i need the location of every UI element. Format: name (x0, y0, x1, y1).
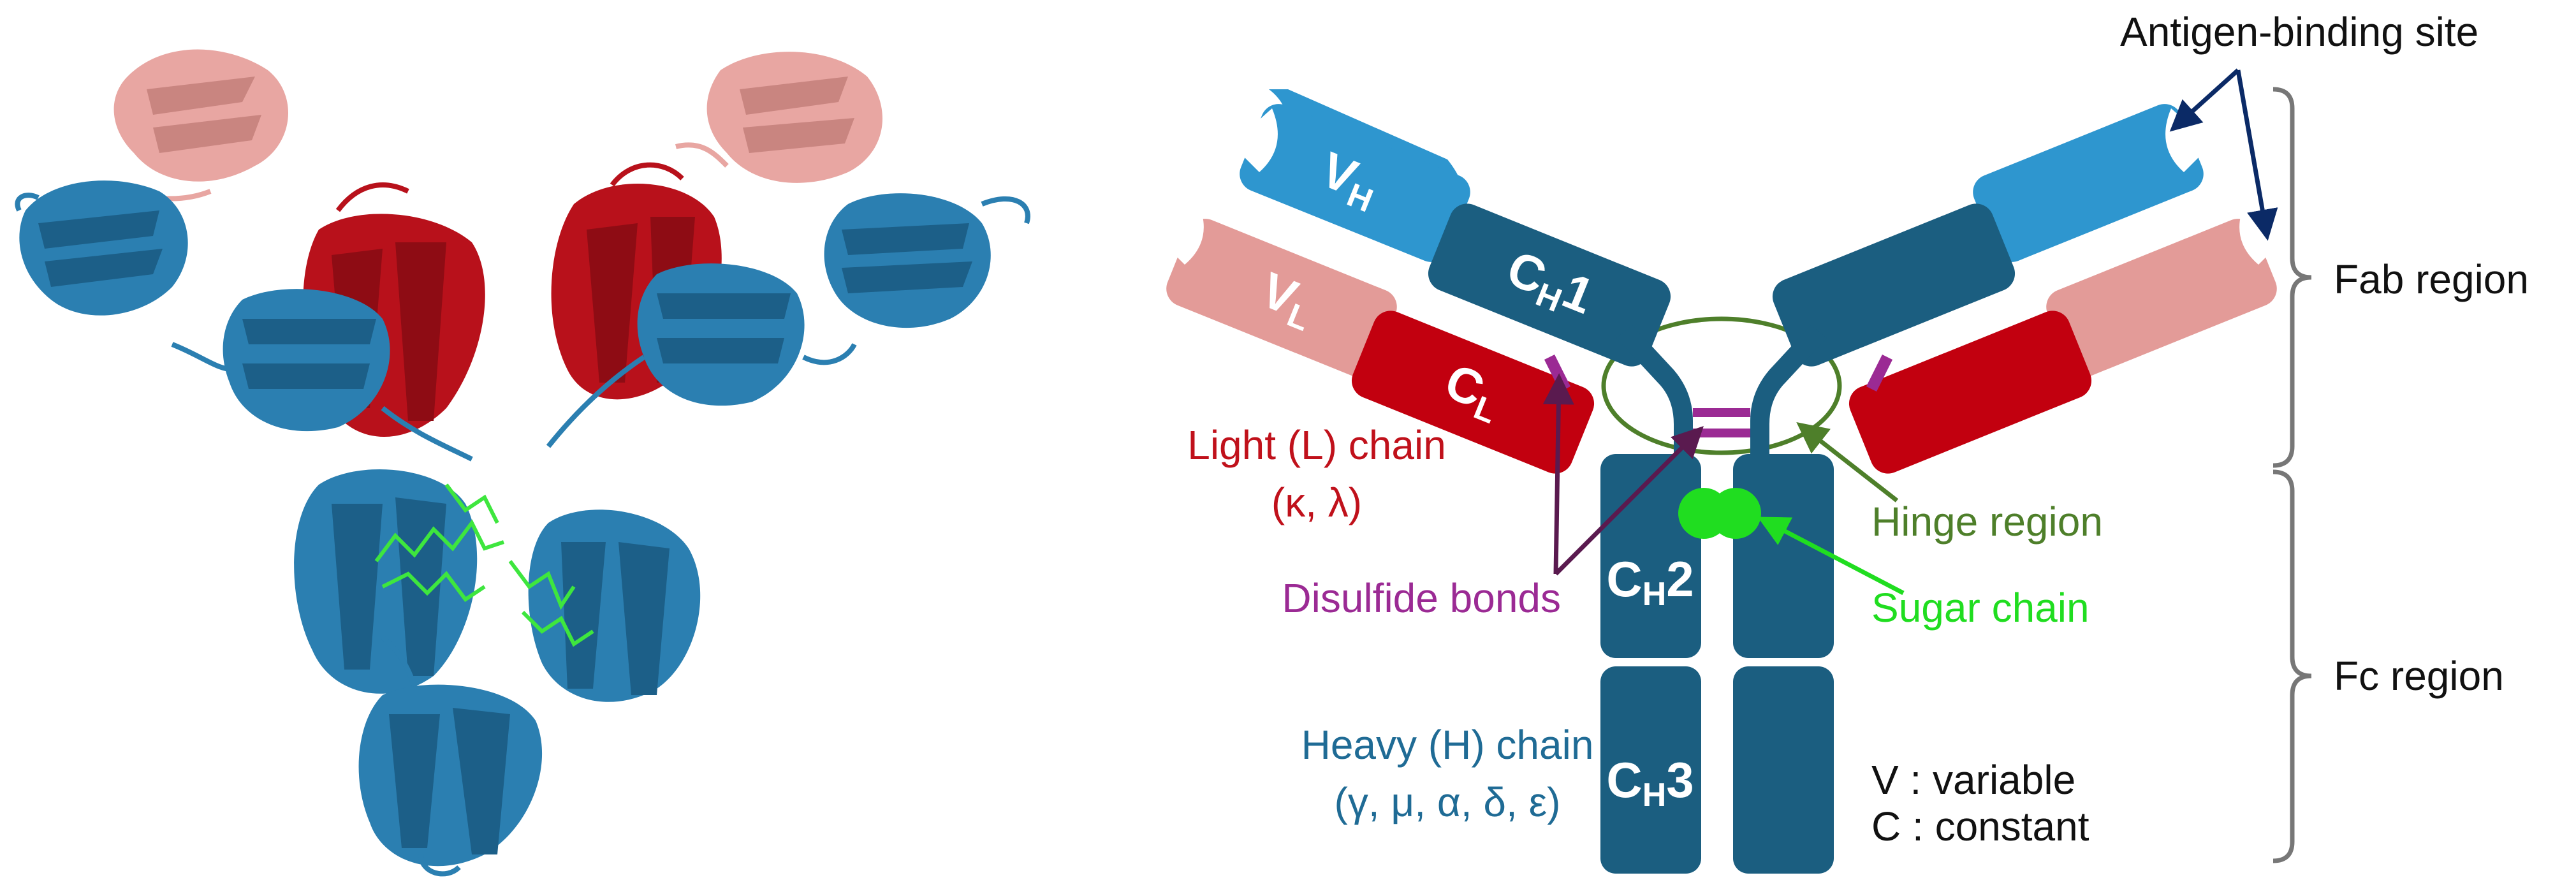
vl-left-notch (1159, 201, 1204, 265)
fc-domain-bottom (358, 684, 543, 877)
vh-left-box (1240, 104, 1470, 262)
vh-left-notch (1234, 108, 1278, 172)
ch3-sub-label: H (1643, 777, 1667, 814)
disulfide-hinge-bottom (1693, 429, 1750, 437)
ch3-right-box (1733, 666, 1834, 874)
fc-domain-right (528, 509, 701, 702)
antibody-schematic: VH CH1 VL (1159, 9, 2529, 874)
left-fab-heavy-constant (171, 289, 390, 432)
heavy-chain-label: Heavy (H) chain (1301, 722, 1594, 768)
fab-left-light: VL CL (1159, 201, 1595, 474)
fab-region-brace (2272, 87, 2312, 468)
fab-region-label: Fab region (2334, 256, 2529, 302)
heavy-chain-types-label: (γ, μ, α, δ, ε) (1335, 779, 1561, 825)
ch2-main-label: C (1606, 551, 1642, 607)
legend-variable-label: V : variable (1871, 757, 2075, 803)
light-chain-types-label: (κ, λ) (1271, 480, 1362, 525)
ch1-left-box (1428, 203, 1671, 367)
ch3-left-box (1600, 666, 1701, 874)
disulfide-hinge-top (1693, 408, 1750, 417)
cl-left-box (1351, 311, 1595, 474)
antigen-binding-site-label: Antigen-binding site (2120, 9, 2478, 55)
hinge-region-ellipse (1601, 316, 1842, 455)
fc-region-brace (2272, 469, 2312, 863)
legend-constant-label: C : constant (1871, 803, 2089, 849)
hinge-strand-left (381, 406, 473, 462)
cl-right-box (1848, 311, 2092, 474)
sugar-chain-label: Sugar chain (1871, 585, 2089, 631)
disulfide-arrow-2 (1554, 426, 1704, 576)
antibody-ribbon-structure (15, 49, 1030, 877)
vl-right-box (2046, 219, 2277, 377)
fc-left-column: CH2 CH3 (1600, 454, 1701, 874)
right-fab-light-variable (675, 52, 882, 183)
fab-right (1772, 104, 2284, 474)
fab-left-heavy: VH CH1 (1234, 89, 1671, 367)
hinge-heavy-left (1616, 325, 1693, 459)
vl-left-box (1166, 219, 1397, 377)
left-fab-light-variable (113, 49, 289, 202)
ch1-right-box (1772, 203, 2016, 367)
left-fab-heavy-variable (15, 180, 188, 316)
sugar-chain-dot-right (1710, 488, 1761, 539)
fc-region-label: Fc region (2334, 653, 2504, 699)
light-chain-label: Light (L) chain (1187, 422, 1446, 468)
sugar-ligand-structure (374, 483, 594, 647)
hinge-region-label: Hinge region (1871, 499, 2103, 545)
vh-right-box (1973, 104, 2204, 262)
right-fab-light-constant (551, 162, 722, 400)
svg-text:CH3: CH3 (1606, 752, 1694, 814)
ch2-sub-label: H (1643, 576, 1667, 613)
disulfide-light-heavy-right (1866, 354, 1893, 392)
ch2-right-box (1733, 454, 1834, 658)
disulfide-bonds-label: Disulfide bonds (1282, 575, 1561, 621)
ch2-suffix-label: 2 (1666, 551, 1694, 607)
antigen-site-arrow-2 (2236, 70, 2278, 241)
hinge-heavy-right (1750, 325, 1827, 459)
ch3-main-label: C (1606, 752, 1642, 808)
svg-text:CL: CL (1435, 353, 1511, 431)
right-fab-heavy-variable (824, 193, 1030, 328)
hinge-strand-right (546, 355, 646, 448)
ch3-suffix-label: 3 (1666, 752, 1694, 808)
sugar-chain-arrow (1757, 517, 1905, 596)
disulfide-arrow-1 (1542, 373, 1574, 575)
antigen-site-arrow-1 (2169, 68, 2240, 132)
svg-text:CH2: CH2 (1606, 551, 1694, 613)
hinge-region-arrow (1796, 422, 1899, 502)
right-fab-heavy-constant (637, 263, 857, 406)
